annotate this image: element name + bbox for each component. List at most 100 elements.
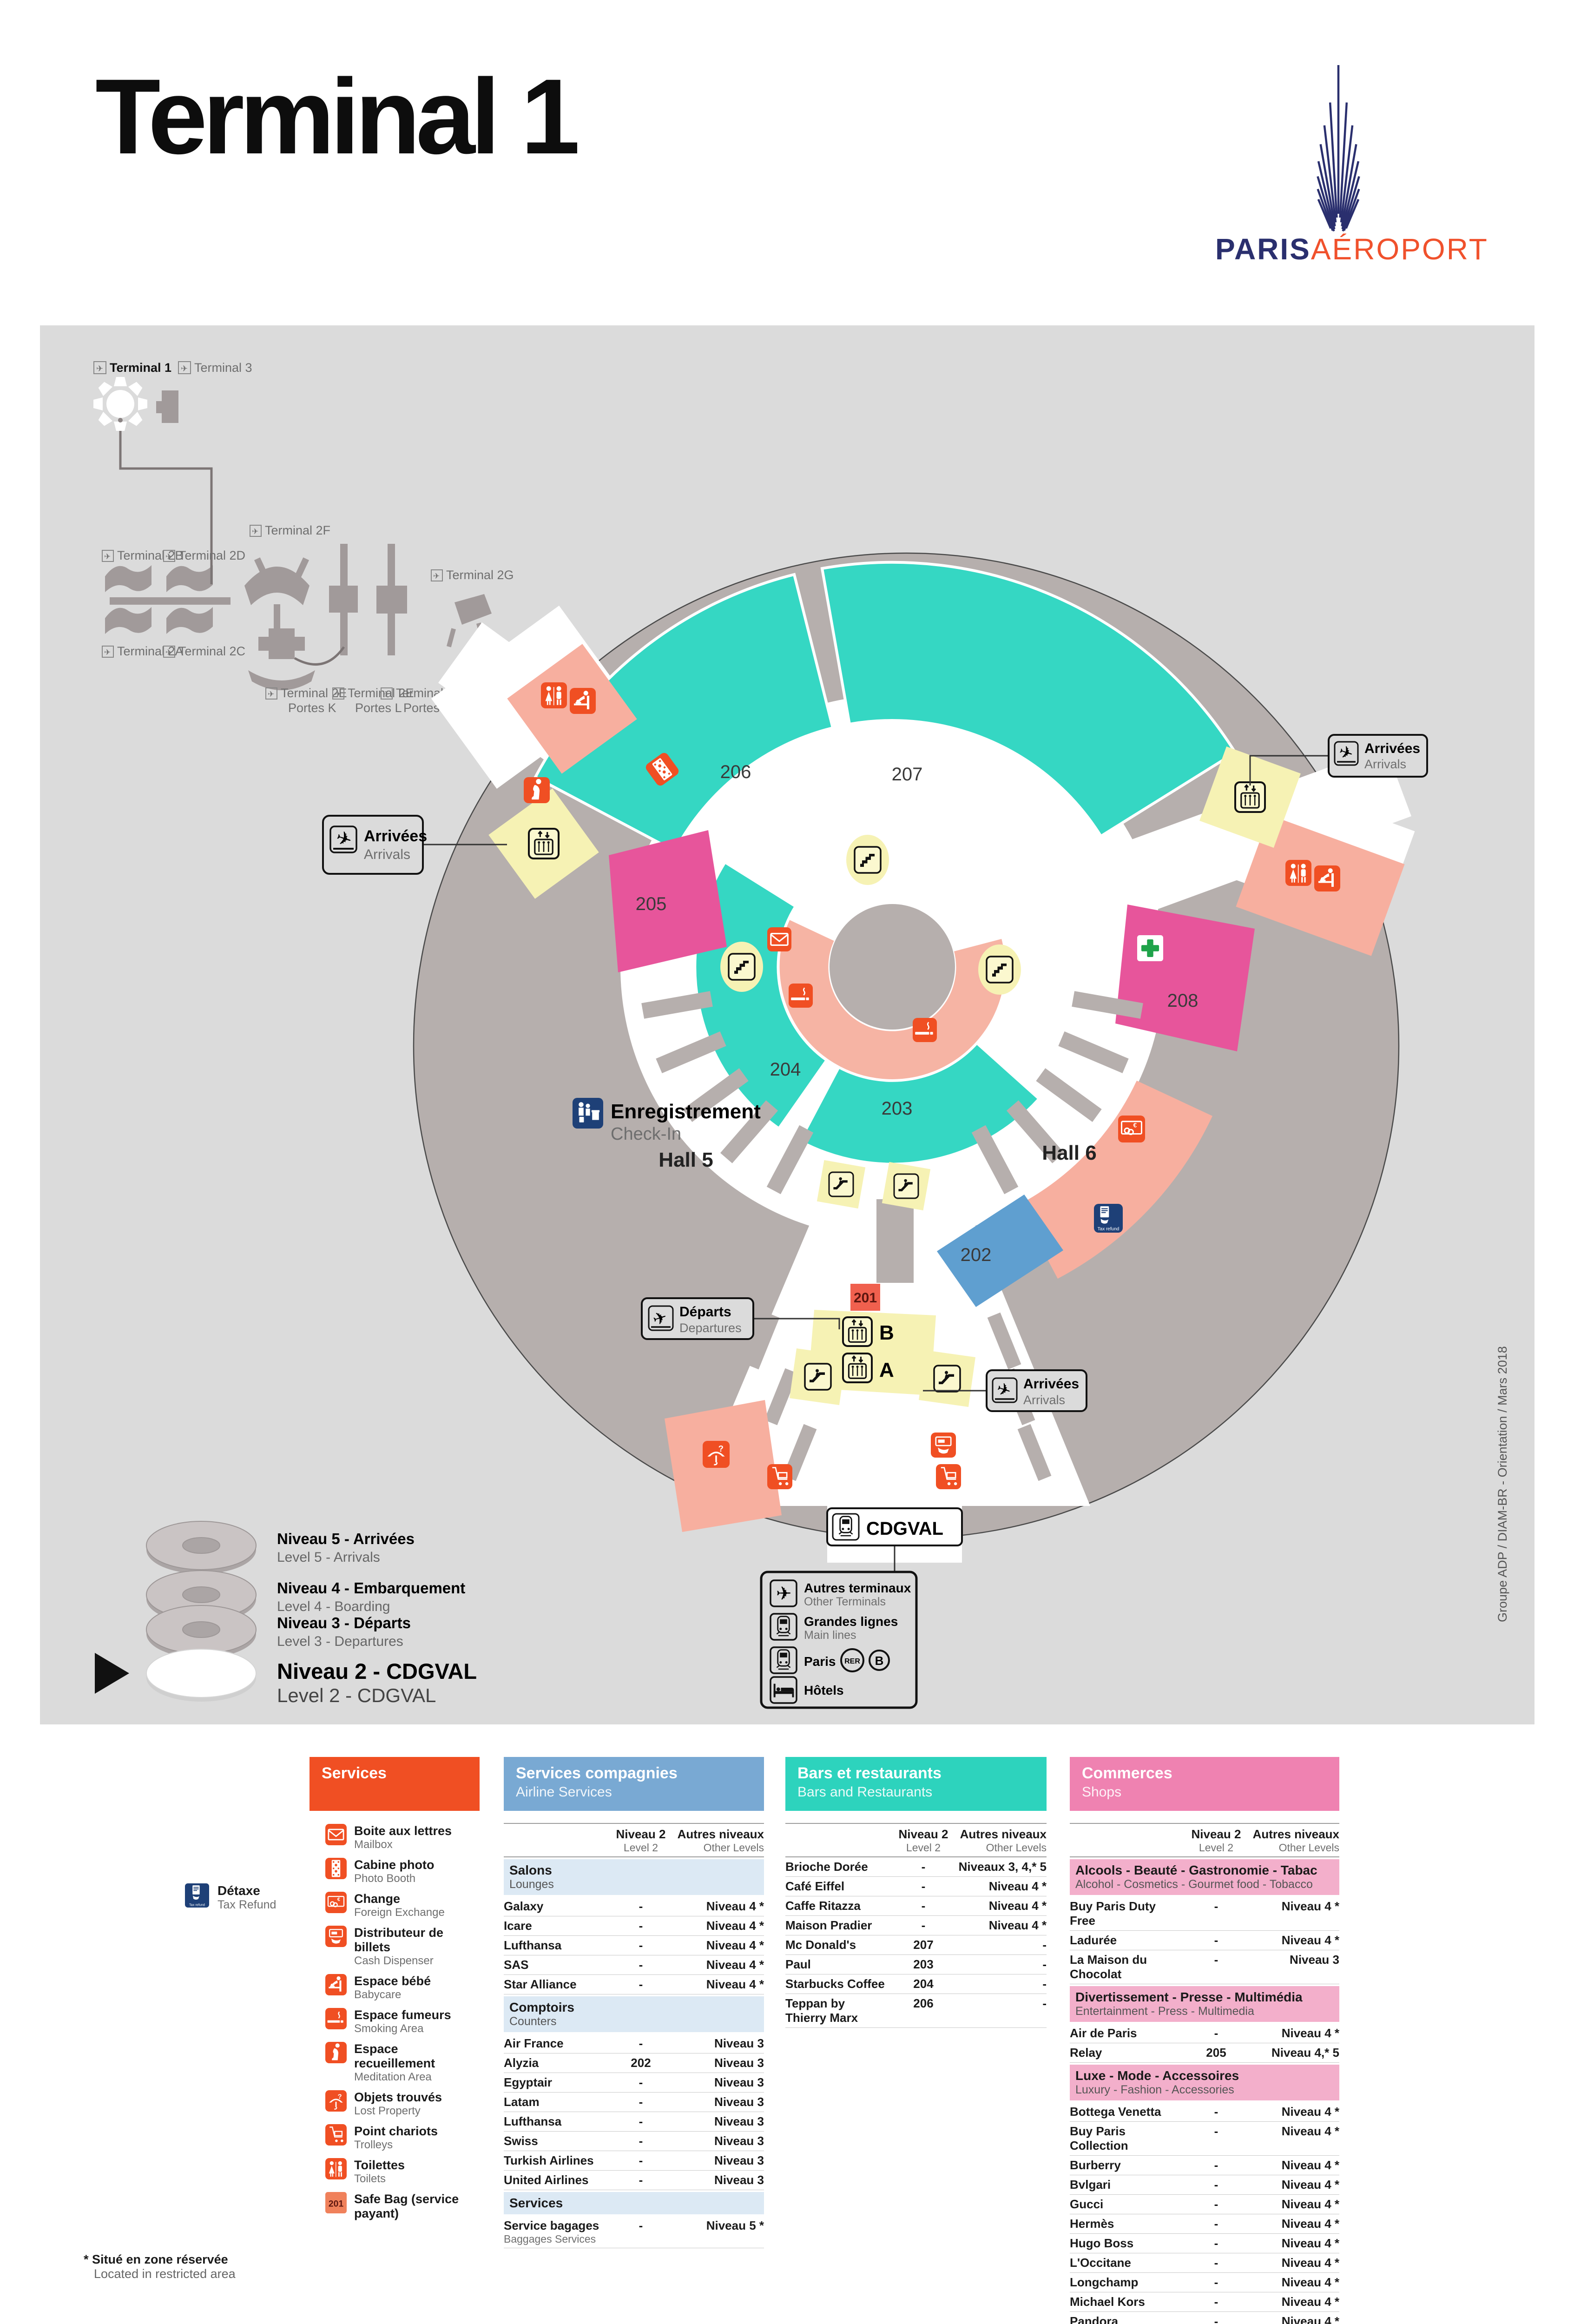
trolleys-icon [936,1464,961,1489]
table-row: Air France-Niveau 3 [504,2034,764,2054]
paris-label: Paris [804,1654,836,1669]
plane-icon: ✈ [102,550,114,562]
table-row: Lufthansa-Niveau 4 * [504,1936,764,1956]
photo-booth-icon [645,753,679,786]
plane-icon: ✈ [93,361,106,374]
plane-icon: ✈ [250,525,262,537]
cash-dispenser-icon [325,1926,347,1947]
zone-label-206: 206 [720,762,751,782]
minimap-label-portes-l: Portes L [355,701,402,715]
other-terminals-fr: Autres terminaux [804,1581,911,1595]
level2-label-fr: Niveau 2 - CDGVAL [277,1659,477,1684]
zone-205-area [609,830,727,972]
toilets-icon [325,2158,347,2179]
alcohol-rows: Buy Paris Duty Free-Niveau 4 *Ladurée-Ni… [1070,1897,1339,1985]
hall6-label: Hall 6 [1042,1142,1096,1164]
trolleys-icon [767,1464,792,1489]
svg-text:✈: ✈ [268,690,274,699]
services-header: Services [310,1757,480,1811]
zone-label-208: 208 [1167,990,1199,1011]
hall5-label: Hall 5 [659,1149,713,1171]
cash-dispenser-icon [931,1433,956,1458]
levels-legend: Niveau 5 - Arrivées Level 5 - Arrivals N… [95,1521,477,1706]
table-row: Ladurée-Niveau 4 * [1070,1931,1339,1951]
zone-label-203: 203 [882,1098,913,1119]
departures-en: Departures [679,1321,742,1335]
table-row: Brioche Dorée-Niveaux 3, 4,* 5 [785,1857,1047,1877]
plane-icon: ✈ [265,687,277,700]
other-terminals-en: Other Terminals [804,1595,886,1608]
zone-label-204: 204 [770,1059,801,1080]
departures-fr: Départs [679,1304,731,1320]
zone-207-area [820,561,1238,838]
airlines-title-fr: Services compagnies [516,1764,678,1782]
mailbox-icon [767,927,791,951]
zone-label-205: 205 [636,894,667,914]
zone-201-area [850,1284,880,1311]
level5-label-en: Level 5 - Arrivals [277,1550,380,1565]
table-row: Icare-Niveau 4 * [504,1916,764,1936]
level3-label-fr: Niveau 3 - Départs [277,1614,411,1631]
lounges-rows: Galaxy-Niveau 4 *Icare-Niveau 4 *Lufthan… [504,1897,764,1995]
checkin-label: Enregistrement Check-In [573,1098,761,1144]
table-row: Café Eiffel-Niveau 4 * [785,1877,1047,1897]
hotels-label: Hôtels [804,1683,844,1697]
babycare-icon [325,1974,347,1995]
shops-title-fr: Commerces [1082,1764,1172,1782]
toilets-icon [541,682,567,708]
plane-icon: ✈ [431,569,443,581]
luxury-rows: Bottega Venetta-Niveau 4 *Buy Paris Coll… [1070,2102,1339,2324]
table-row: Gucci-Niveau 4 * [1070,2195,1339,2215]
table-row: Maison Pradier-Niveau 4 * [785,1916,1047,1936]
svg-text:✈: ✈ [383,690,389,699]
table-row: Buy Paris Duty Free-Niveau 4 * [1070,1897,1339,1931]
level3-label-en: Level 3 - Departures [277,1634,403,1649]
table-row: Burberry-Niveau 4 * [1070,2156,1339,2176]
lost-property-icon [325,2090,347,2112]
level-3-disc [146,1605,257,1654]
transport-links-box: ✈ Autres terminaux Other Terminals Grand… [760,1571,918,1709]
table-row: Pandora-Niveau 4 * [1070,2312,1339,2324]
minimap-terminal-shapes [105,390,492,690]
mailbox-icon [325,1824,347,1845]
svg-text:✈: ✈ [104,648,111,657]
checkin-label-fr: Enregistrement [611,1100,761,1123]
level4-label-en: Level 4 - Boarding [277,1599,390,1614]
bars-title-en: Bars and Restaurants [797,1784,933,1800]
level4-label-fr: Niveau 4 - Embarquement [277,1579,465,1597]
table-row: Bvlgari-Niveau 4 * [1070,2175,1339,2195]
table-row: Michael Kors-Niveau 4 * [1070,2292,1339,2312]
line-b-badge-label: B [875,1654,884,1668]
plane-icon: ✈ [163,646,175,658]
tax-refund-caption: Tax refund [1098,1227,1120,1232]
main-lines-fr: Grandes lignes [804,1614,898,1629]
airline-services-table: Services compagnies Airline Services Niv… [504,1757,764,2249]
terminal1-floorplan: 206 207 205 204 203 208 202 201 [322,552,1428,1572]
cdgval-label: CDGVAL [866,1519,943,1539]
babycare-icon [1314,865,1340,891]
table-row: Star Alliance-Niveau 4 * [504,1975,764,1995]
minimap-label-terminal-2d: Terminal 2D [178,548,245,562]
zone-label-207: 207 [892,764,923,785]
plane-icon: ✈ [163,550,175,562]
tax-refund-icon: Tax refund [185,1883,209,1908]
safe-bag-201-icon: 201 [325,2192,347,2213]
shops-header: Commerces Shops [1070,1757,1339,1811]
leader-lines [423,755,1329,1572]
table-row: L'Occitane-Niveau 4 * [1070,2253,1339,2273]
tax-refund-legend: Tax refund Détaxe Tax Refund [185,1883,276,1912]
plane-icon: ✈ [102,646,114,658]
spire-icon [1317,65,1360,232]
minimap-label-portes-k: Portes K [288,701,336,715]
footnote-fr: Situé en zone réservée [92,2252,228,2266]
table-row: La Maison du Chocolat-Niveau 3 [1070,1950,1339,1985]
logo-aeroport: AÉROPORT [1311,232,1487,266]
lost-property-icon [703,1441,730,1468]
